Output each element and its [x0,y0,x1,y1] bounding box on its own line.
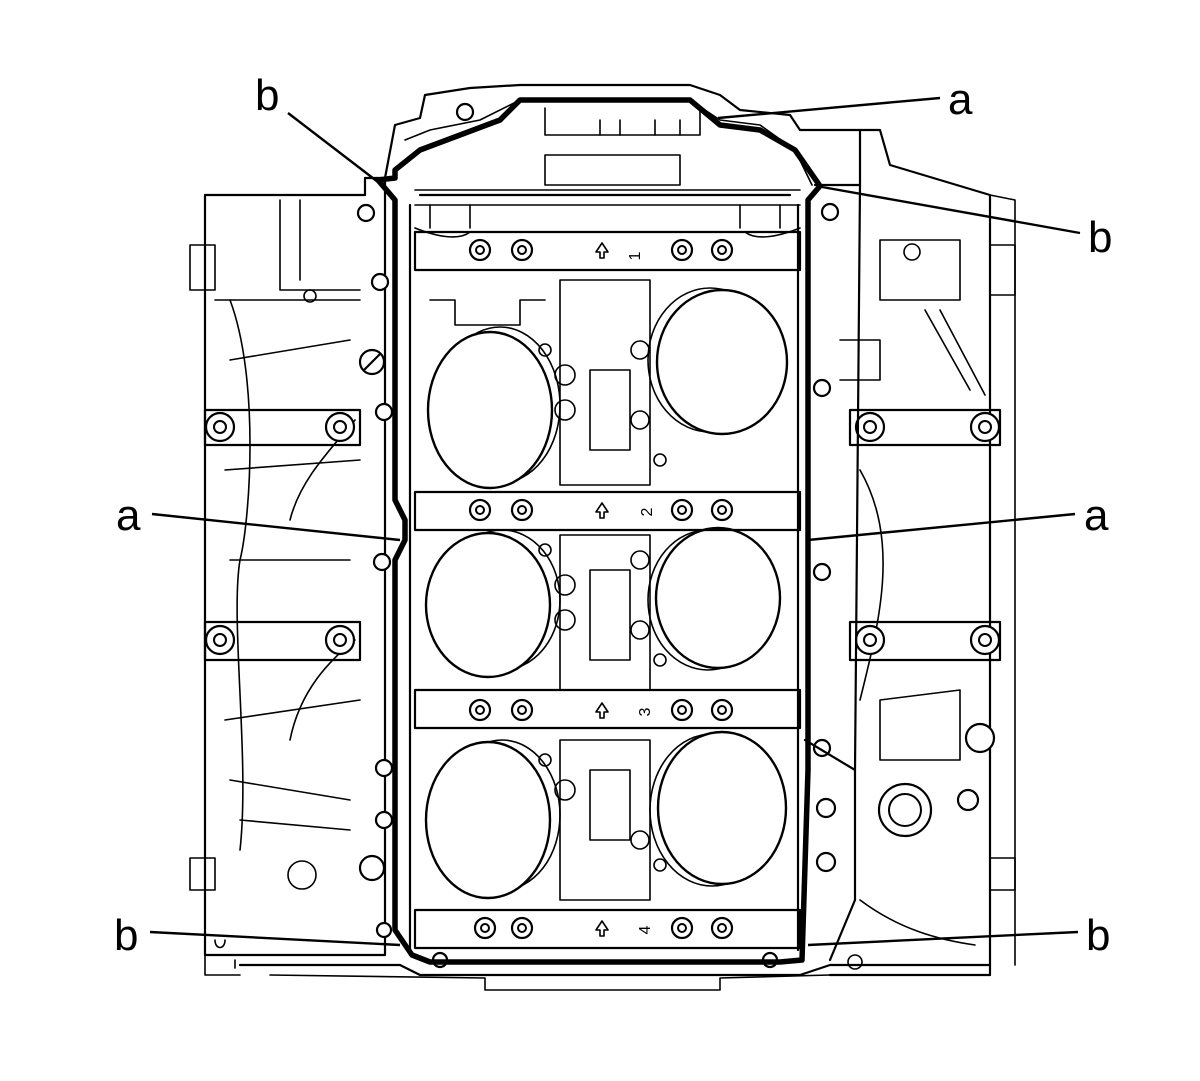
left-boss-upper [203,408,362,447]
bearing-caps: 1 2 3 4 [413,227,802,950]
piston-left-2 [424,529,561,679]
piston-right-1 [647,287,789,436]
bearing-cap-number: 4 [637,925,654,934]
bearing-cap-number: 2 [639,507,656,516]
leader-b-bottom-right [807,930,1079,947]
piston-right-3 [649,730,788,887]
bearing-cap-number: 3 [637,707,654,716]
callout-b-top-right: b [1088,213,1112,262]
callout-b-bottom-right: b [1086,911,1110,960]
callout-b-bottom-left: b [114,911,138,960]
pistons [424,279,789,901]
piston-left-1 [426,299,561,490]
callout-leaders [149,96,1081,947]
bearing-cap-4: 4 [413,908,802,950]
callout-a-top-right: a [948,75,973,124]
right-boss-lower [848,620,1002,662]
leader-b-top-left [287,112,379,183]
bearing-cap-number: 1 [627,251,644,260]
leader-a-mid-right [807,512,1076,542]
piston-right-2 [647,526,782,671]
bearing-cap-3: 3 [413,688,802,730]
leader-a-mid-left [151,512,401,542]
leader-a-top-right [717,96,941,120]
right-boss-upper [848,408,1002,447]
drain-plug [358,348,386,376]
gasket-flange [356,97,862,969]
bearing-cap-1: 1 [413,227,802,272]
leader-b-top-right [821,185,1081,235]
callout-labels: a b b a a b b [114,71,1112,960]
bearing-cap-2: 2 [413,490,802,532]
leader-b-bottom-left [149,930,401,947]
callout-a-mid-right: a [1084,491,1109,540]
piston-left-3 [424,739,561,900]
engine-block [189,83,1016,991]
left-boss-lower [203,620,362,662]
callout-a-mid-left: a [116,491,141,540]
callout-b-top-left: b [255,71,279,120]
gasket-bead [375,97,823,965]
